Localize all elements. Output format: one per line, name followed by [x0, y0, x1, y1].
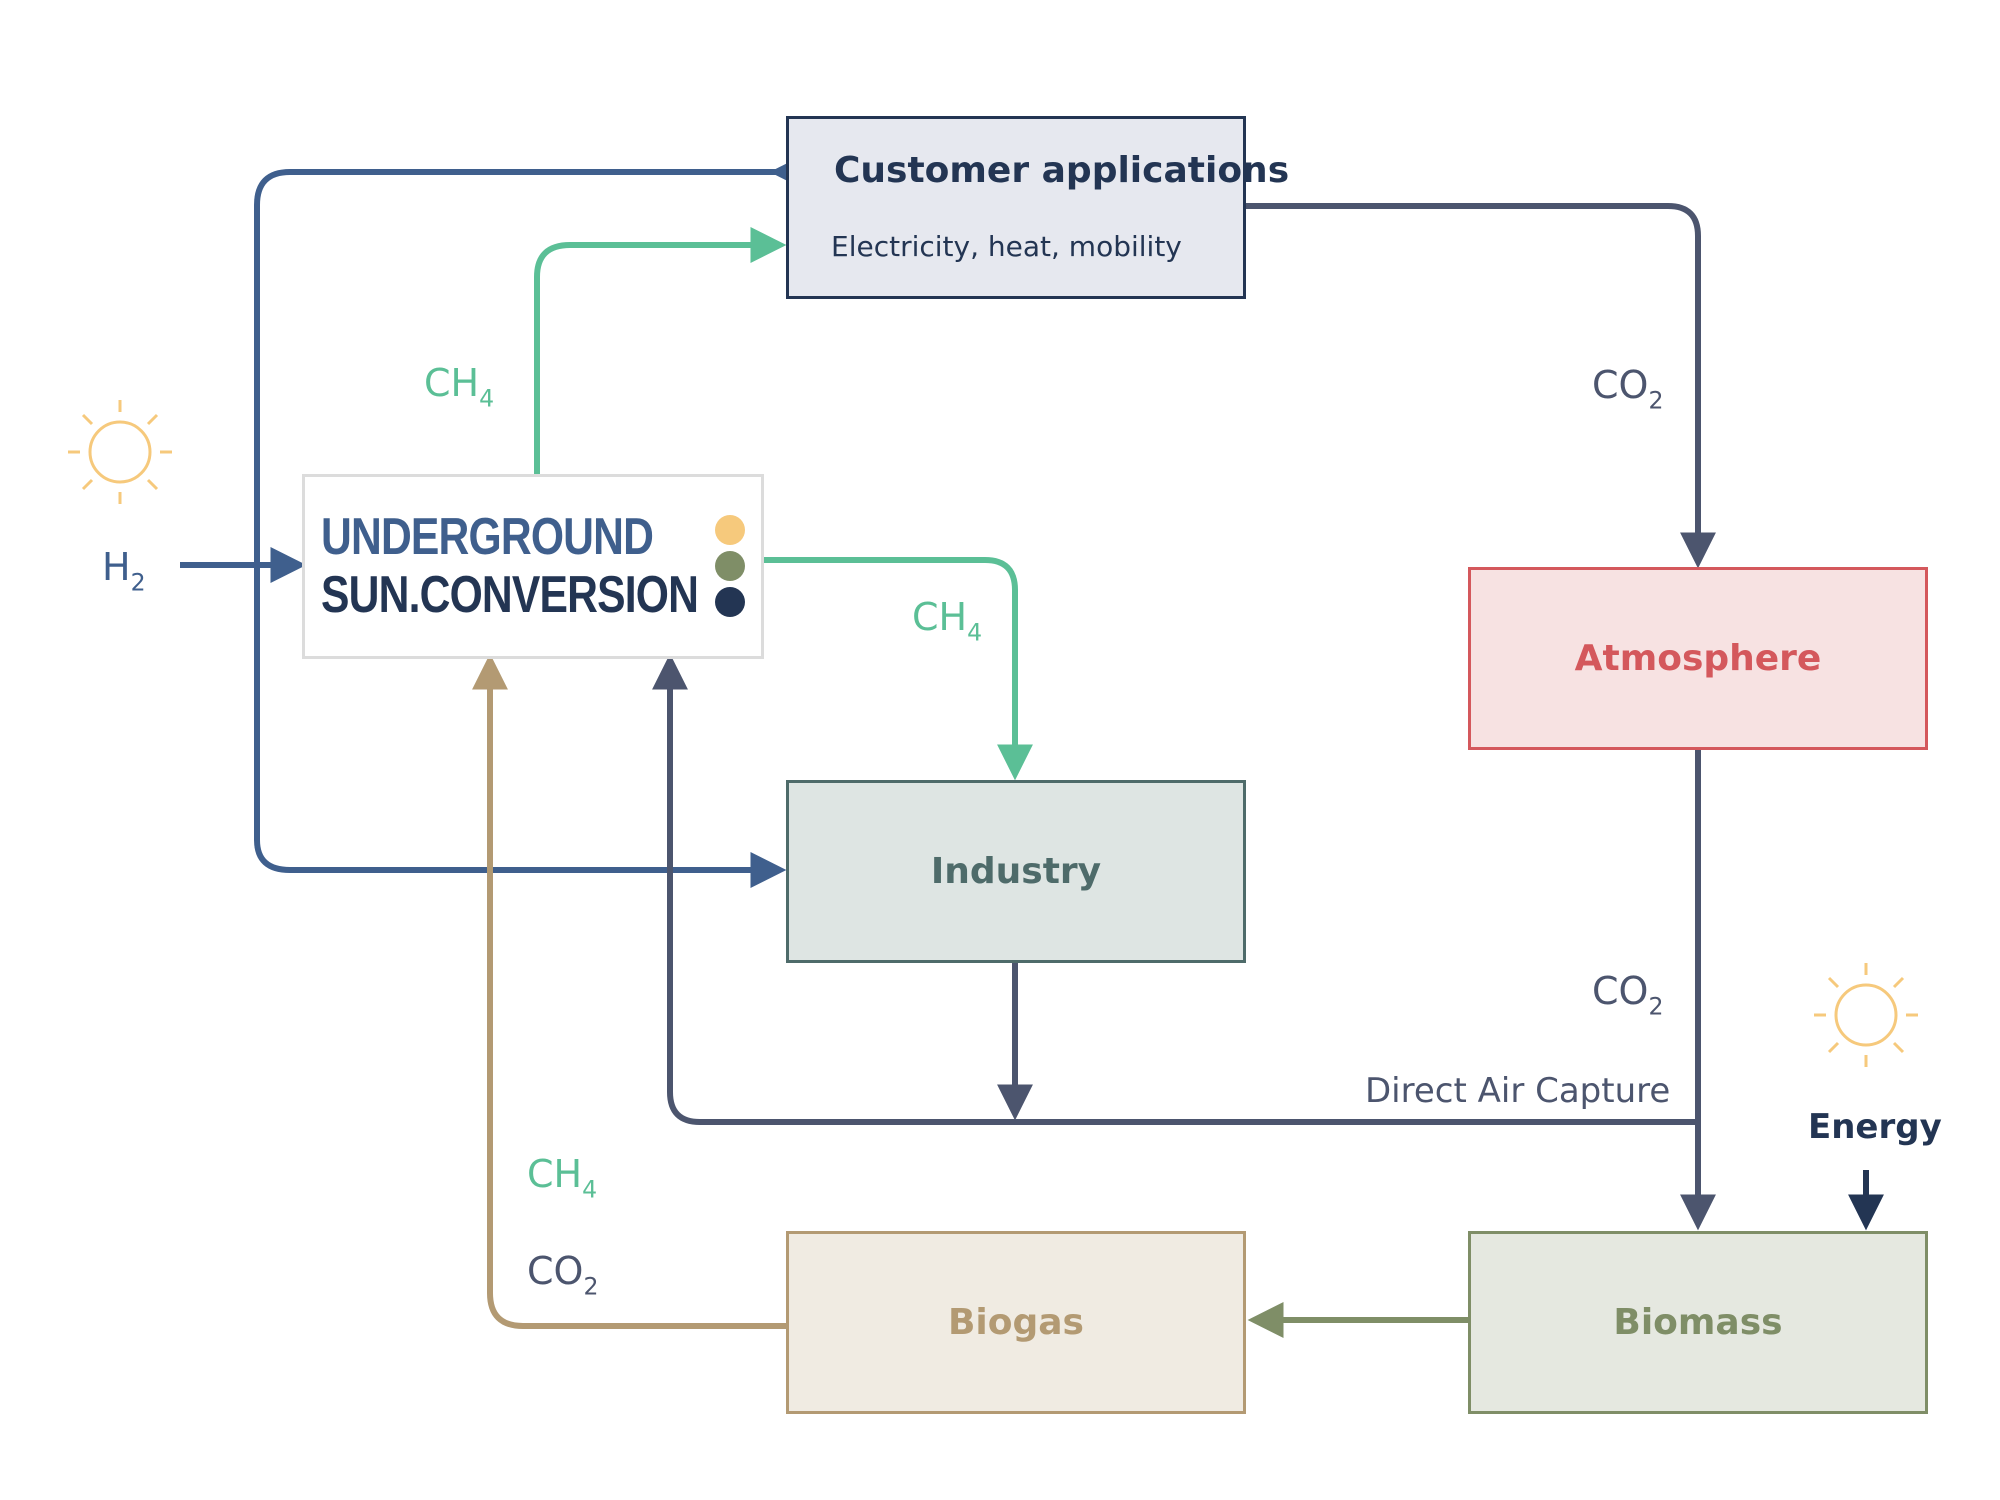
co2-biogas-main: CO: [527, 1249, 584, 1293]
customer-applications-box: Customer applications Electricity, heat,…: [786, 116, 1289, 299]
direct-air-capture-label: Direct Air Capture: [1365, 1071, 1671, 1111]
industry-box: Industry: [786, 780, 1246, 963]
underground-sun-conversion-logo: UNDERGROUND SUN.CONVERSION: [302, 474, 764, 659]
atmosphere-label: Atmosphere: [1574, 638, 1822, 679]
logo-dot-olive: [715, 551, 745, 581]
sun-icon: [1814, 963, 1918, 1067]
co2-atmosphere-sub: 2: [1648, 992, 1664, 1021]
co2-customer-main: CO: [1592, 363, 1649, 407]
ch4-biogas-main: CH: [527, 1152, 583, 1196]
sun-icon: [68, 400, 172, 504]
ch4-to-industry-arrow: [762, 557, 1033, 781]
logo-line-2: SUN.CONVERSION: [321, 566, 699, 624]
biomass-label: Biomass: [1613, 1302, 1783, 1343]
customer-applications-subtitle: Electricity, heat, mobility: [831, 230, 1182, 263]
co2-atmosphere-label: CO2: [1592, 972, 1663, 1019]
industry-label: Industry: [930, 851, 1102, 892]
logo-line-1: UNDERGROUND: [321, 508, 654, 566]
energy-label: Energy: [1808, 1107, 1942, 1147]
co2-biogas-sub: 2: [583, 1272, 599, 1301]
co2-customer-to-atmosphere-arrow: [1241, 203, 1716, 569]
ch4-industry-main: CH: [912, 595, 968, 639]
ch4-industry-label: CH4: [912, 598, 982, 645]
co2-biogas-label: CO2: [527, 1252, 598, 1299]
h2-label-main: H: [102, 545, 131, 589]
direct-air-capture-arrow: [652, 653, 1698, 1125]
logo-dot-yellow: [715, 515, 745, 545]
biogas-to-usc-arrow: [472, 653, 787, 1329]
ch4-industry-sub: 4: [967, 618, 983, 647]
h2-to-customer-arrow: [254, 154, 806, 565]
customer-applications-title: Customer applications: [834, 150, 1290, 191]
co2-customer-label: CO2: [1592, 366, 1663, 413]
ch4-customer-sub: 4: [479, 384, 495, 413]
h2-label-sub: 2: [130, 568, 146, 597]
biogas-label: Biogas: [947, 1302, 1084, 1343]
atmosphere-box: Atmosphere: [1468, 567, 1928, 750]
biomass-box: Biomass: [1468, 1231, 1928, 1414]
ch4-to-customer-arrow: [534, 227, 787, 475]
co2-customer-sub: 2: [1648, 386, 1664, 415]
ch4-customer-main: CH: [424, 361, 480, 405]
co2-atmosphere-main: CO: [1592, 969, 1649, 1013]
biogas-box: Biogas: [786, 1231, 1246, 1414]
ch4-customer-label: CH4: [424, 364, 494, 411]
ch4-biogas-sub: 4: [582, 1175, 598, 1204]
h2-to-industry-arrow: [254, 565, 787, 888]
ch4-biogas-label: CH4: [527, 1155, 597, 1202]
logo-dot-navy: [715, 587, 745, 617]
h2-label: H2: [102, 548, 146, 595]
